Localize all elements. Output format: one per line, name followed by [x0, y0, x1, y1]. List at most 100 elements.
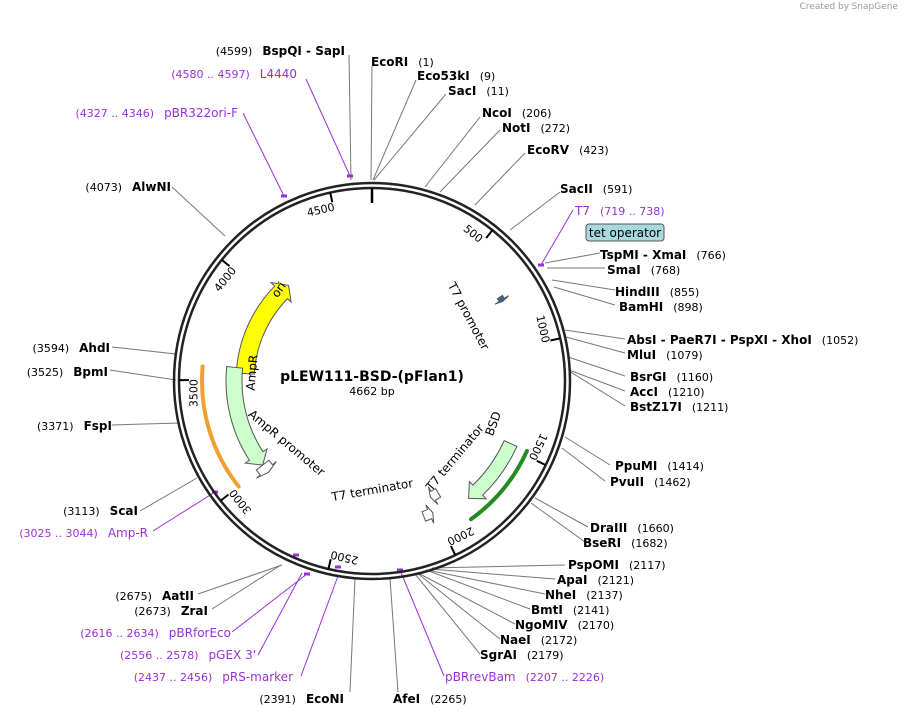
primer-name: pBRrevBam [445, 670, 516, 684]
primer-label: (3025 .. 3044)Amp-R [19, 526, 148, 540]
site-label: BsrGI (1160) [630, 370, 713, 384]
primer-name: pGEX 3' [209, 648, 256, 662]
leader-line [509, 191, 561, 231]
leader-line [561, 447, 606, 482]
site-label: NcoI(206) [482, 106, 551, 120]
primer-label: (2616 .. 2634)pBRforEco [80, 626, 231, 640]
site-name: Eco53kI [417, 69, 470, 83]
leader-line [257, 572, 303, 656]
leader-line [530, 502, 586, 543]
site-position: (2137) [586, 589, 623, 602]
site-labels: EcoRI(1)Eco53kI(9)SacI(11)NcoI(206)NotI(… [19, 44, 858, 706]
primer-range: (3025 .. 3044) [19, 527, 98, 540]
leader-line [568, 369, 626, 392]
leader-line [211, 564, 282, 610]
site-name: ScaI [110, 504, 138, 518]
site-name: DraIII [590, 521, 627, 535]
primer-range: (4327 .. 4346) [76, 107, 155, 120]
leader-line [534, 497, 589, 528]
site-position: (3594) [33, 342, 70, 355]
site-name: NotI [502, 121, 531, 135]
primer-name: pBR322ori-F [164, 106, 238, 120]
leader-line [425, 569, 531, 610]
tet-operator-label: tet operator [589, 226, 661, 240]
primer-mark [293, 553, 299, 557]
t7-term-2-arrow [427, 486, 442, 505]
site-name: BspQI - SapI [262, 44, 345, 58]
site-position: (423) [579, 144, 609, 157]
site-name: EcoRI [371, 55, 408, 69]
leader-line [231, 573, 308, 633]
bsd-orf-arc [468, 448, 529, 522]
site-name: AbsI - PaeR7I - PspXI - XhoI [627, 333, 812, 347]
site-position: (1660) [637, 522, 674, 535]
site-label: (4599)BspQI - SapI [216, 44, 345, 58]
site-name: ZraI [181, 604, 208, 618]
t7-promoter-arrow [494, 294, 509, 305]
primer-label: (4327 .. 4346) pBR322ori-F [76, 106, 239, 120]
primer-name: T7 [574, 204, 590, 218]
primer-label: T7 (719 .. 738) [574, 204, 665, 218]
site-position: (768) [651, 264, 681, 277]
site-name: PvuII [610, 475, 644, 489]
site-label: MluI(1079) [627, 348, 703, 362]
tet-operator-box [585, 223, 665, 242]
primer-label: (4580 .. 4597)L4440 [171, 67, 297, 81]
ruler-tick [327, 559, 332, 570]
site-label: (3594)AhdI [33, 341, 110, 355]
plasmid-name: pLEW111-BSD-(pFlan1) [280, 369, 464, 385]
site-position: (2391) [259, 693, 296, 706]
site-label: SmaI(768) [607, 263, 680, 277]
leader-line [544, 252, 601, 264]
site-label: PvuII (1462) [610, 475, 691, 489]
leader-line [372, 79, 417, 181]
site-name: MluI [627, 348, 656, 362]
ruler-tick-label: 500 [461, 222, 486, 245]
ruler-tick-label: 4500 [306, 201, 336, 220]
leader-lines [109, 54, 626, 693]
site-label: SacI(11) [448, 84, 509, 98]
primer-range: (4580 .. 4597) [171, 68, 250, 81]
primer-label: (2556 .. 2578) pGEX 3' [120, 648, 256, 662]
primer-mark [304, 572, 310, 576]
orf-arcs [200, 364, 529, 522]
site-position: (1160) [677, 371, 714, 384]
site-label: SgrAI(2179) [480, 648, 563, 662]
leader-line [139, 477, 198, 512]
site-name: PspOMI [568, 558, 619, 572]
ampr-arrow [225, 366, 268, 466]
leader-line [171, 186, 226, 237]
site-label: SacII(591) [560, 182, 632, 196]
site-name: AccI [630, 385, 658, 399]
site-name: EcoRV [527, 143, 570, 157]
site-name: BsrGI [630, 370, 667, 384]
site-label: BmtI(2141) [531, 603, 609, 617]
primer-range: (719 .. 738) [600, 205, 665, 218]
site-label: (2675)AatII [115, 589, 194, 603]
site-position: (2179) [527, 649, 564, 662]
ruler-tick-label: 3500 [187, 379, 200, 407]
leader-line [373, 93, 447, 181]
site-position: (1052) [822, 334, 859, 347]
site-position: (206) [522, 107, 552, 120]
feature-arrows [225, 281, 518, 524]
ori-arrow [235, 281, 292, 375]
primer-range: (2556 .. 2578) [120, 649, 199, 662]
leader-line [349, 577, 356, 693]
site-label: (4073)AlwNI [85, 180, 171, 194]
site-name: PpuMI [615, 459, 657, 473]
site-label: (2391)EcoNI [259, 692, 344, 706]
site-name: SacII [560, 182, 593, 196]
site-name: NgoMIV [515, 618, 568, 632]
site-label: BamHI(898) [619, 300, 703, 314]
leader-line [242, 112, 285, 197]
site-label: AccI(1210) [630, 385, 705, 399]
leader-line [429, 568, 556, 580]
leader-line [109, 369, 177, 381]
site-name: AatII [162, 589, 194, 603]
site-position: (898) [673, 301, 703, 314]
primer-mark [347, 174, 353, 178]
leader-line [300, 575, 339, 677]
site-position: (1462) [654, 476, 691, 489]
